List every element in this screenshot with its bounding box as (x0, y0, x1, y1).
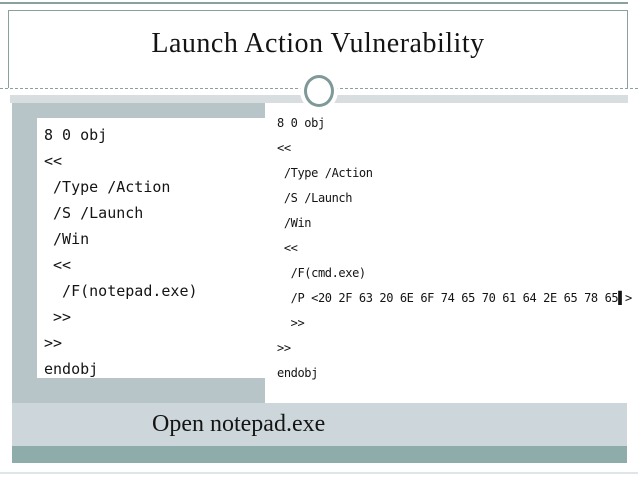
circle-ornament (304, 75, 334, 107)
caption-text: Open notepad.exe (152, 411, 326, 437)
code-panel-cmd: 8 0 obj << /Type /Action /S /Launch /Win… (265, 103, 638, 403)
bottom-accent-bar (12, 446, 627, 463)
bottom-edge-line (0, 472, 638, 474)
top-rule (0, 2, 628, 4)
code-panel-notepad: 8 0 obj << /Type /Action /S /Launch /Win… (37, 118, 265, 378)
caption-strip: Open notepad.exe (12, 403, 627, 446)
code-text-notepad: 8 0 obj << /Type /Action /S /Launch /Win… (44, 126, 198, 378)
slide-title: Launch Action Vulnerability (151, 28, 485, 59)
code-text-cmd: 8 0 obj << /Type /Action /S /Launch /Win… (277, 116, 632, 380)
